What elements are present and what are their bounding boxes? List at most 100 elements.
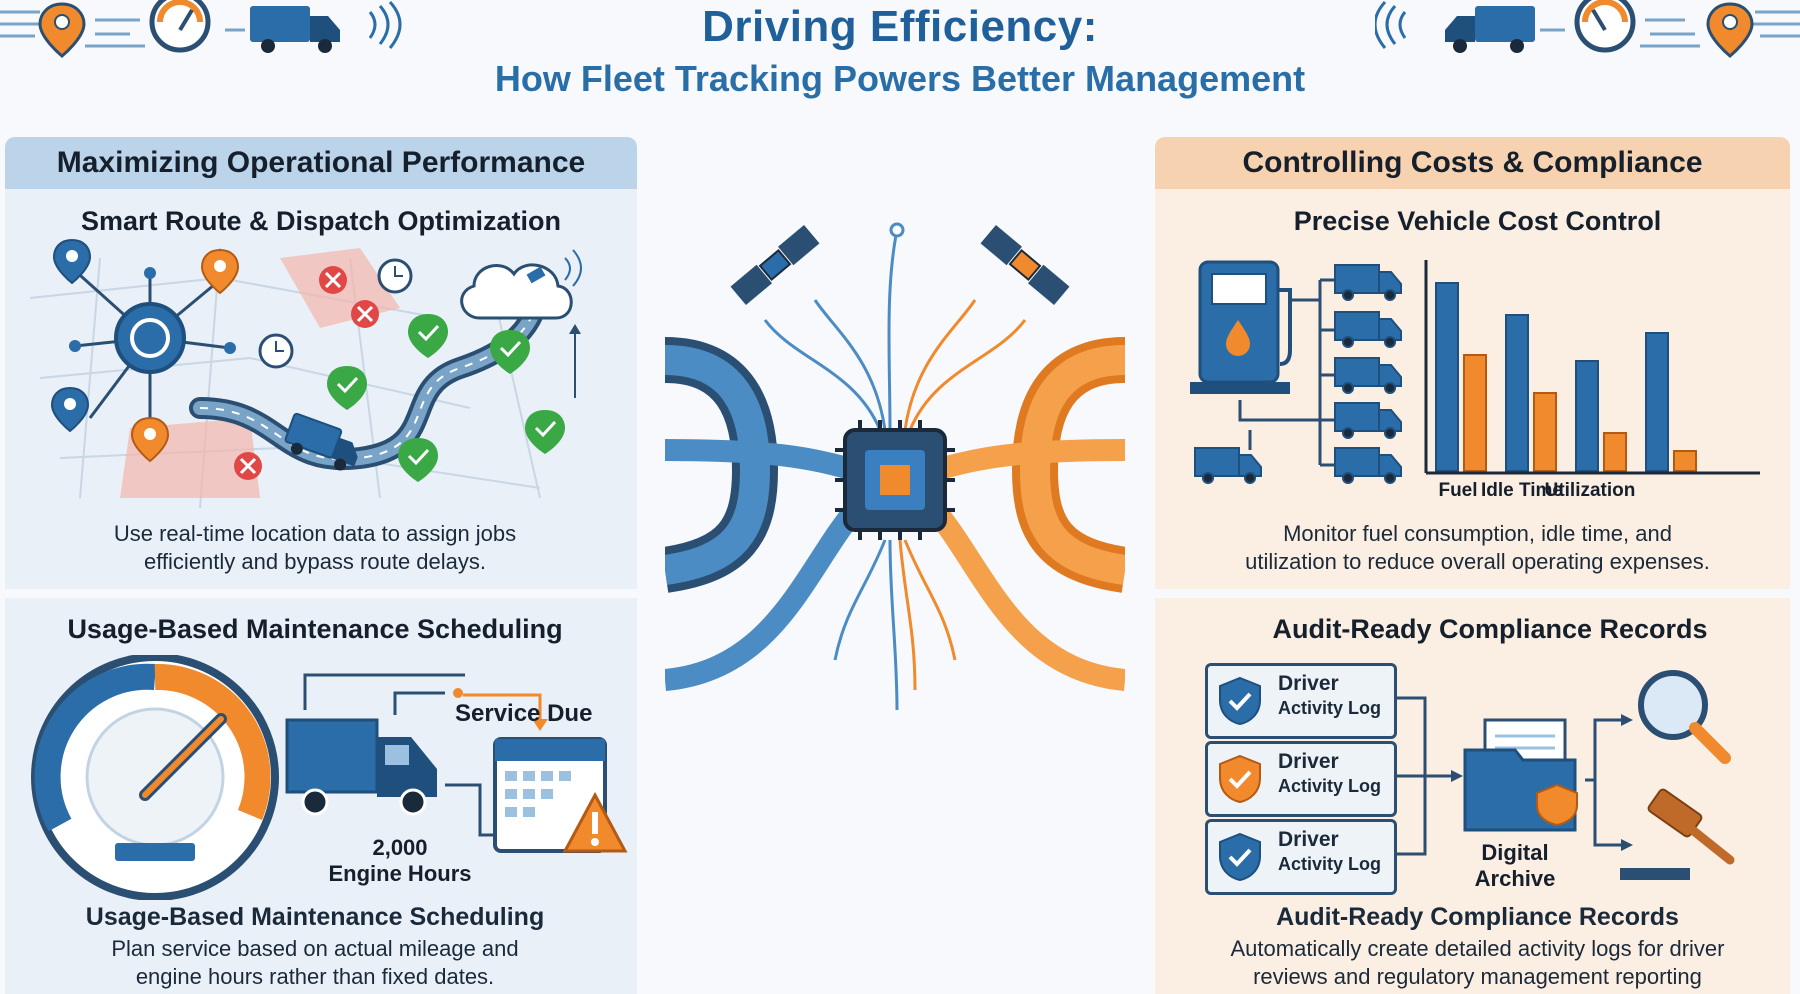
shield-check-icon <box>1219 754 1261 804</box>
fuel-pump-icon <box>1190 260 1292 394</box>
shield-check-icon <box>1219 676 1261 726</box>
shield-check-icon <box>1219 832 1261 882</box>
log-title-line2: Activity Log <box>1278 698 1382 718</box>
location-pin-icon <box>200 248 240 295</box>
driver-log-card: Driver Activity Log <box>1205 663 1397 739</box>
truck-icon <box>285 718 437 816</box>
cost-description-line2: utilization to reduce overall operating … <box>1245 549 1710 574</box>
fuel-fleet-illustration <box>1190 260 1402 484</box>
speedometer-icon <box>1574 0 1636 53</box>
maintenance-title: Usage-Based Maintenance Scheduling <box>67 614 563 644</box>
route-description-line1: Use real-time location data to assign jo… <box>113 521 517 546</box>
check-icon <box>398 438 438 482</box>
chart-bar <box>1505 314 1529 472</box>
truck-icon <box>1334 264 1402 301</box>
left-panel-heading: Maximizing Operational Performance <box>5 137 637 189</box>
page-subtitle: How Fleet Tracking Powers Better Managem… <box>494 58 1306 99</box>
log-title-line2: Activity Log <box>1278 776 1382 796</box>
log-title-line1: Driver <box>1278 672 1339 695</box>
chart-bar <box>1435 282 1459 472</box>
chart-bars <box>1435 282 1697 472</box>
page-title: Driving Efficiency: <box>702 2 1098 51</box>
truck-icon <box>1445 6 1535 53</box>
location-pin-icon <box>52 238 92 285</box>
gavel-icon <box>1620 788 1735 880</box>
chart-bar <box>1645 332 1669 472</box>
archive-label-line1: Digital <box>1481 840 1549 865</box>
truck-icon <box>1334 447 1402 484</box>
driver-log-card: Driver Activity Log <box>1205 741 1397 817</box>
location-pin-icon <box>38 2 86 58</box>
chart-category-label: Idle Time <box>1481 480 1563 498</box>
log-title-line2: Activity Log <box>1278 854 1382 874</box>
clock-icon <box>377 258 413 294</box>
cost-title: Precise Vehicle Cost Control <box>1293 206 1662 236</box>
maintenance-description-line1: Plan service based on actual mileage and <box>111 936 519 961</box>
clock-icon <box>258 333 294 369</box>
location-pin-icon <box>130 416 170 463</box>
service-due-label: Service Due <box>455 700 593 727</box>
archive-label-line2: Archive <box>1474 866 1556 891</box>
truck-icon <box>1194 447 1262 484</box>
warning-icon <box>562 791 628 853</box>
dispatch-hub-icon <box>69 266 236 434</box>
gauge-icon <box>31 655 279 900</box>
truck-icon <box>1334 311 1402 348</box>
chart-bar <box>1603 432 1627 472</box>
maintenance-description-line2: engine hours rather than fixed dates. <box>135 964 495 989</box>
route-description-line2: efficiently and bypass route delays. <box>143 549 487 574</box>
satellite-icon <box>980 224 1070 306</box>
header-icons-right <box>1375 0 1800 58</box>
compliance-caption-title: Audit-Ready Compliance Records <box>1276 903 1679 931</box>
chart-bar <box>1673 450 1697 472</box>
signal-icon <box>368 0 402 49</box>
engine-hours-label: Engine Hours <box>328 861 472 886</box>
log-title-line1: Driver <box>1278 750 1339 773</box>
chip-icon <box>835 420 955 540</box>
satellite-icon <box>730 224 820 306</box>
compliance-title: Audit-Ready Compliance Records <box>1272 614 1708 644</box>
truck-icon <box>250 6 340 53</box>
check-icon <box>408 314 448 358</box>
delay-x-icon <box>234 452 262 480</box>
compliance-description-line1: Automatically create detailed activity l… <box>1230 936 1725 961</box>
location-pin-icon <box>1706 2 1754 58</box>
truck-icon <box>1334 357 1402 394</box>
speedometer-icon <box>149 0 211 53</box>
chart-bar <box>1463 354 1487 472</box>
chart-category-label: Utilization <box>1545 480 1636 498</box>
compliance-description-line2: reviews and regulatory management report… <box>1253 964 1702 989</box>
truck-icon <box>284 412 358 471</box>
maintenance-illustration <box>31 655 628 900</box>
check-icon <box>327 366 367 410</box>
chart-bar <box>1575 360 1599 472</box>
maintenance-description: Plan service based on actual mileage and… <box>5 935 625 991</box>
archive-flow-illustration <box>1395 670 1735 880</box>
engine-hours-value: 2,000 <box>372 835 428 860</box>
calendar-icon <box>493 737 607 853</box>
log-title-line1: Driver <box>1278 828 1339 851</box>
driver-log-card: Driver Activity Log <box>1205 819 1397 895</box>
check-icon <box>525 410 565 454</box>
chart-bar <box>1533 392 1557 472</box>
magnifier-icon <box>1638 670 1731 764</box>
chart-category-label: Fuel <box>1438 480 1477 498</box>
signal-icon <box>1375 0 1407 49</box>
delay-x-icon <box>319 266 347 294</box>
truck-icon <box>1334 402 1402 439</box>
check-icon <box>490 330 530 374</box>
delay-x-icon <box>351 300 379 328</box>
right-panel-heading: Controlling Costs & Compliance <box>1155 137 1790 189</box>
maintenance-caption-title: Usage-Based Maintenance Scheduling <box>85 903 545 931</box>
compliance-description: Automatically create detailed activity l… <box>1155 935 1800 991</box>
cost-description: Monitor fuel consumption, idle time, and… <box>1155 520 1800 576</box>
route-description: Use real-time location data to assign jo… <box>5 520 625 576</box>
header-icons-left <box>0 0 402 58</box>
cloud-satellite-icon <box>460 249 582 398</box>
location-pin-icon <box>50 386 90 433</box>
center-chip-illustration <box>665 222 1125 711</box>
folder-icon <box>1463 718 1578 832</box>
route-map-illustration <box>29 238 582 508</box>
